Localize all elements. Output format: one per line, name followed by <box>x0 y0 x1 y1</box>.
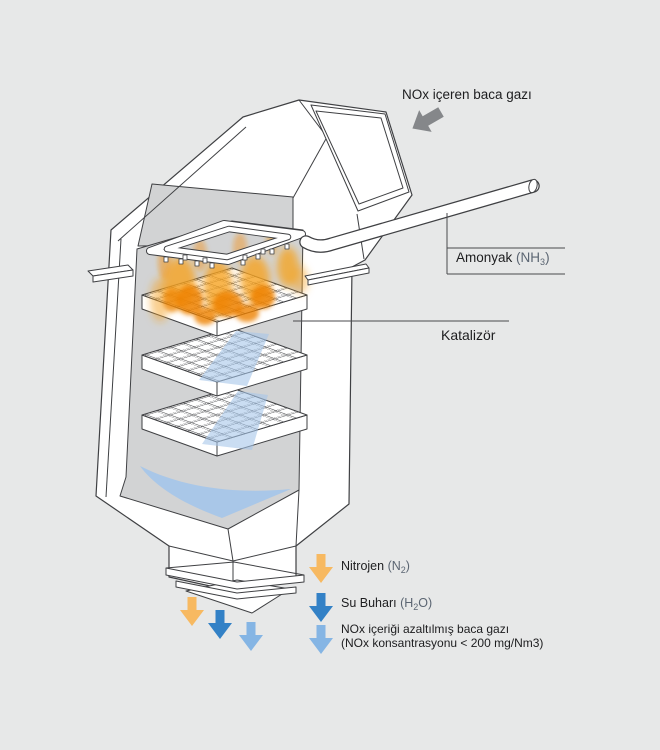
legend-steam-text: Su Buharı <box>341 596 397 610</box>
left-wall-edge <box>105 238 122 498</box>
ammonia-label-text: Amonyak <box>456 250 513 265</box>
catalyst-label: Katalizör <box>441 327 496 343</box>
legend-cleangas-line2: (NOx konsantrasyonu < 200 mg/Nm3) <box>341 636 544 650</box>
legend-item-clean-gas: NOx içeriği azaltılmış baca gazı (NOx ko… <box>341 622 543 650</box>
ammonia-formula: (NH3) <box>516 250 550 267</box>
ammonia-injection-grid <box>146 220 306 269</box>
ammonia-callout-line <box>446 213 565 275</box>
hot-gas-cloud <box>150 247 308 325</box>
inlet-hood <box>117 99 410 260</box>
support-ledge-right <box>304 263 370 286</box>
gas-flow-blue <box>140 331 291 518</box>
ammonia-label: Amonyak (NH3) <box>456 250 550 267</box>
legend-steam-formula: (H2O) <box>400 596 433 612</box>
legend-item-steam: Su Buharı (H2O) <box>341 596 433 612</box>
legend-nitrogen-text: Nitrojen <box>341 559 385 573</box>
ammonia-pipe <box>299 178 540 253</box>
callout-lines <box>293 213 565 322</box>
legend-cleangas-line1: NOx içeriği azaltılmış baca gazı <box>341 622 510 636</box>
injection-nozzles <box>163 243 290 269</box>
hopper <box>168 489 300 591</box>
support-ledge-left <box>87 264 134 283</box>
inlet-gas-label: NOx içeren baca gazı <box>402 87 532 102</box>
outlet-flange <box>165 561 305 614</box>
legend-nitrogen-formula: (N2) <box>387 559 410 575</box>
downflow-arrow <box>140 466 291 518</box>
legend-item-nitrogen: Nitrojen (N2) <box>341 559 410 575</box>
